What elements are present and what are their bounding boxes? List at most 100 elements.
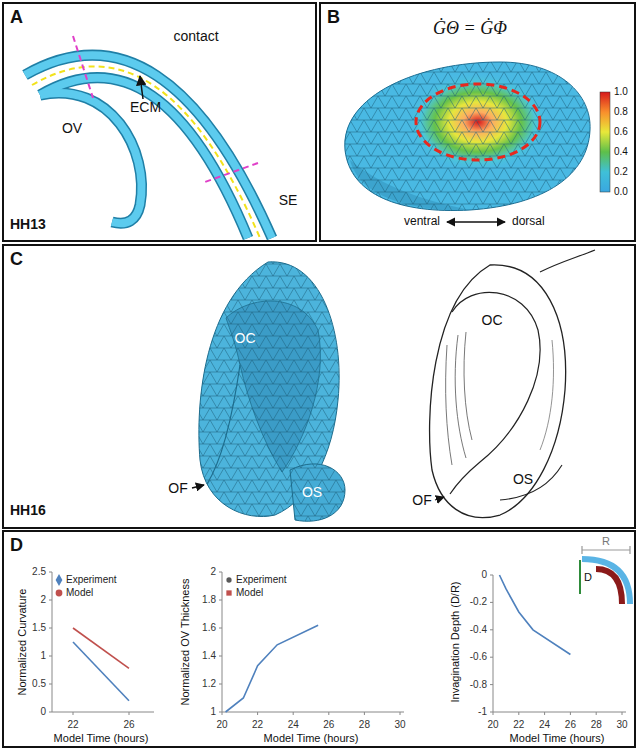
tick-label: 20 — [216, 719, 227, 731]
depth-inset — [596, 569, 622, 604]
colorbar-tick: 0.4 — [614, 146, 628, 158]
vesicle-section — [25, 36, 272, 238]
colorbar-tick: 0.6 — [614, 126, 628, 138]
tick-mark — [596, 712, 597, 715]
experiment-line — [73, 642, 129, 701]
tick-label: 0.5 — [32, 678, 46, 690]
tick-mark — [129, 712, 130, 715]
otic-cup-model — [290, 464, 345, 521]
model-line — [499, 575, 570, 654]
legend-text: Model — [66, 587, 93, 599]
chart-axis — [222, 572, 404, 712]
otic-cup-drawing — [435, 497, 444, 500]
part-label: ECM — [130, 99, 161, 115]
vesicle-section — [40, 93, 142, 223]
legend-marker — [56, 574, 63, 586]
tick-mark — [570, 712, 571, 715]
tick-mark — [49, 712, 52, 713]
tick-mark — [490, 602, 493, 603]
tick-mark — [219, 656, 222, 657]
otic-cup-drawing — [500, 465, 562, 500]
growth-map — [345, 62, 610, 222]
tick-mark — [73, 712, 74, 715]
tick-mark — [293, 712, 294, 715]
growth-map — [345, 62, 590, 211]
otic-cup-model — [192, 485, 204, 488]
otic-cup-model — [290, 464, 345, 521]
part-label: OS — [302, 484, 322, 500]
inset-label: R — [602, 535, 610, 548]
tick-label: 2 — [40, 594, 46, 606]
stage-label: HH16 — [10, 502, 46, 518]
axis-title: Normalized OV Thickness — [179, 579, 192, 706]
axis-title: Model Time (hours) — [54, 732, 149, 745]
vesicle-section — [40, 78, 248, 238]
panel-letter: D — [10, 536, 23, 554]
tick-mark — [219, 684, 222, 685]
tick-label: 1 — [40, 650, 46, 662]
tick-mark — [364, 712, 365, 715]
tick-label: 26 — [565, 719, 576, 731]
tick-mark — [544, 712, 545, 715]
colorbar-tick: 1.0 — [614, 86, 628, 98]
growth-map — [416, 84, 540, 160]
tick-label: 24 — [539, 719, 550, 731]
otic-cup-model — [192, 262, 345, 521]
equation: ĠΘ = ĠΦ — [433, 18, 507, 39]
model-line — [73, 628, 129, 668]
tick-mark — [49, 684, 52, 685]
vesicle-section — [32, 66, 260, 238]
chart-axis — [493, 575, 626, 712]
legend-text: Experiment — [66, 574, 117, 586]
otic-cup-model — [226, 301, 320, 472]
otic-cup-drawing — [450, 292, 540, 494]
part-label: OC — [235, 330, 256, 346]
otic-cup-drawing — [446, 345, 452, 465]
panel-letter: A — [10, 8, 23, 26]
tick-mark — [222, 712, 223, 715]
legend-marker — [56, 590, 63, 597]
tick-label: -0.4 — [470, 624, 487, 636]
colorbar-tick: 0.2 — [614, 166, 628, 178]
depth-inset — [582, 559, 630, 604]
tick-mark — [490, 657, 493, 658]
growth-map — [447, 221, 505, 222]
part-label: contact — [173, 28, 218, 44]
tick-mark — [219, 572, 222, 573]
direction-label: dorsal — [512, 215, 545, 229]
tick-label: 2 — [210, 566, 216, 578]
legend-text: Experiment — [236, 574, 287, 586]
tick-mark — [622, 712, 623, 715]
tick-label: 1.2 — [202, 678, 216, 690]
tick-mark — [490, 629, 493, 630]
axis-title: Normalized Curvature — [16, 589, 29, 696]
vesicle-section — [202, 163, 258, 183]
growth-map — [345, 62, 590, 211]
tick-label: 26 — [123, 719, 134, 731]
otic-cup-drawing — [430, 265, 566, 518]
inset-label: D — [584, 571, 592, 584]
tick-label: 28 — [591, 719, 602, 731]
tick-mark — [49, 600, 52, 601]
tick-mark — [219, 628, 222, 629]
tick-label: 30 — [616, 719, 627, 731]
chart-axis — [52, 572, 154, 712]
otic-cup-model — [226, 301, 320, 472]
tick-mark — [49, 572, 52, 573]
otic-cup-drawing — [430, 250, 595, 518]
stage-label: HH13 — [10, 216, 46, 232]
tick-mark — [257, 712, 258, 715]
tick-mark — [493, 712, 494, 715]
figure-panel: C — [2, 244, 636, 529]
otic-cup-drawing — [464, 332, 472, 440]
otic-cup-model — [207, 365, 240, 484]
legend-text: Model — [236, 587, 263, 599]
vesicle-section — [25, 55, 272, 238]
tick-label: 1 — [210, 706, 216, 718]
tick-label: 24 — [288, 719, 299, 731]
depth-inset — [580, 546, 630, 604]
legend-marker — [226, 577, 231, 582]
tick-mark — [219, 600, 222, 601]
growth-map — [600, 92, 610, 192]
figure-panel: B — [319, 2, 636, 242]
